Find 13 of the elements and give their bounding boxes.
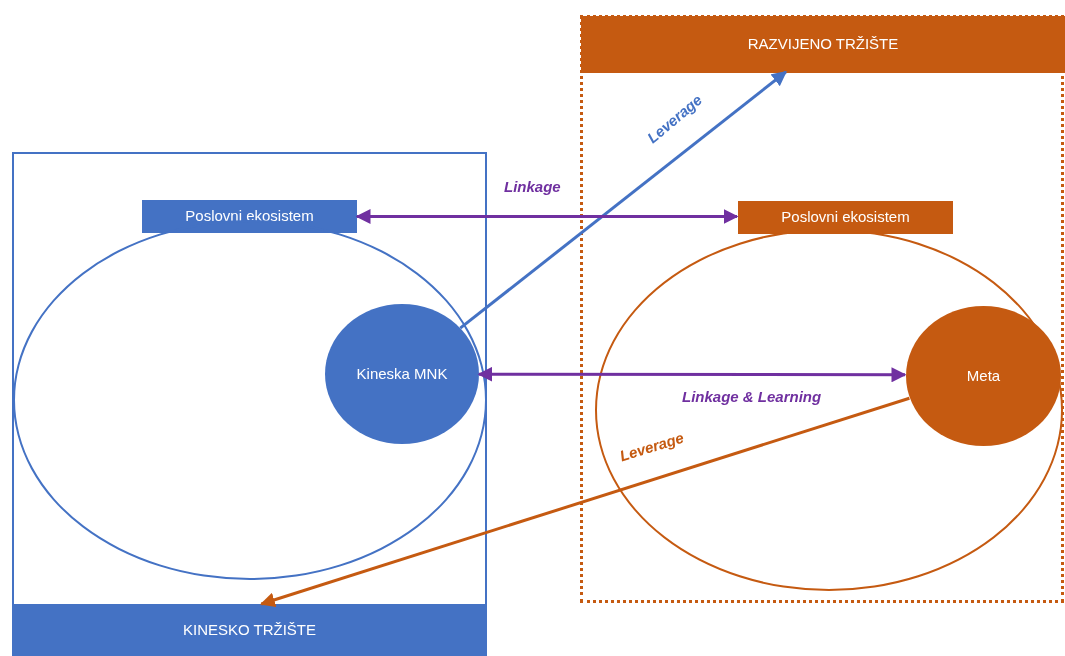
ecosystem-label: Poslovni ekosistem xyxy=(738,201,953,234)
market-bar: KINESKO TRŽIŠTE xyxy=(12,604,487,656)
market-frame xyxy=(580,15,1064,603)
company-circle: Kineska MNK xyxy=(325,304,479,444)
market-bar: RAZVIJENO TRŽIŠTE xyxy=(581,16,1065,73)
arrow xyxy=(259,396,910,608)
target-circle: Meta xyxy=(906,306,1061,446)
ecosystem-ellipse xyxy=(13,220,487,580)
arrow xyxy=(477,366,907,383)
arrow xyxy=(459,70,787,330)
arrow xyxy=(355,209,739,224)
ecosystem-label: Poslovni ekosistem xyxy=(142,200,357,233)
market-frame xyxy=(12,152,487,656)
